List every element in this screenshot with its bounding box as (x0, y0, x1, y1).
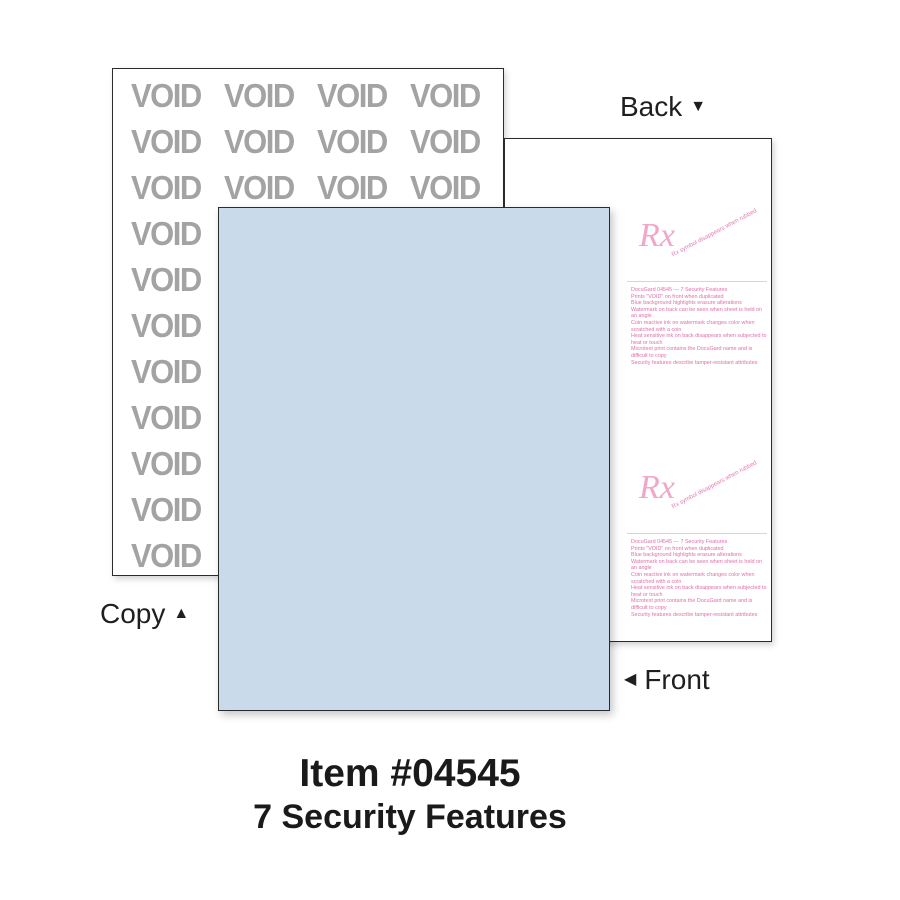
rx-note: Rx symbol disappears when rubbed (671, 208, 759, 259)
rx-symbol-icon: Rx (639, 217, 675, 254)
security-features-caption: 7 Security Features (253, 798, 567, 836)
void-watermark-text: VOID (224, 168, 295, 207)
void-watermark-text: VOID (131, 122, 202, 161)
void-watermark-text: VOID (131, 168, 202, 207)
void-watermark-text: VOID (317, 122, 388, 161)
triangle-down-icon: ▼ (690, 98, 707, 115)
feature-item: Prints "VOID" on front when duplicated (631, 545, 724, 552)
feature-item: Watermark on back can be seen when sheet… (631, 558, 763, 572)
rx-note: Rx symbol disappears when rubbed (671, 460, 759, 511)
feature-item: Blue background highlights erasure alter… (631, 300, 742, 307)
feature-item: Microtext print contains the DocuGard na… (631, 598, 753, 611)
features-title: DocuGard 04545 — 7 Security Features (631, 287, 728, 293)
feature-item: Security features describe tamper-resist… (631, 611, 758, 618)
feature-item: Heat sensitive ink on back disappears wh… (631, 333, 767, 346)
void-watermark-text: VOID (131, 352, 202, 391)
feature-item: Coin reactive ink on watermark changes c… (631, 571, 755, 585)
feature-item: Prints "VOID" on front when duplicated (631, 293, 724, 300)
void-watermark-text: VOID (410, 76, 481, 115)
feature-item: Blue background highlights erasure alter… (631, 552, 742, 559)
feature-item: Coin reactive ink on watermark changes c… (631, 319, 755, 333)
void-watermark-text: VOID (317, 76, 388, 115)
void-watermark-text: VOID (131, 306, 202, 345)
back-label-text: Back (620, 91, 683, 122)
void-watermark-text: VOID (131, 260, 202, 299)
void-watermark-text: VOID (131, 214, 202, 253)
rx-symbol-icon: Rx (639, 469, 675, 506)
void-watermark-text: VOID (131, 536, 202, 575)
front-label: ◀ Front (624, 666, 710, 694)
void-watermark-text: VOID (410, 122, 481, 161)
feature-item: Watermark on back can be seen when sheet… (631, 306, 763, 320)
copy-label-text: Copy (100, 598, 166, 629)
void-watermark-text: VOID (131, 398, 202, 437)
security-features-list: DocuGard 04545 — 7 Security Features Pri… (631, 287, 767, 366)
back-label: Back ▼ (620, 93, 706, 121)
front-sheet (218, 207, 610, 711)
triangle-up-icon: ▲ (173, 605, 190, 622)
void-watermark-text: VOID (410, 168, 481, 207)
void-watermark-text: VOID (131, 76, 202, 115)
divider (627, 533, 767, 534)
triangle-left-icon: ◀ (624, 671, 637, 688)
security-features-list: DocuGard 04545 — 7 Security Features Pri… (631, 539, 767, 618)
features-title: DocuGard 04545 — 7 Security Features (631, 539, 728, 545)
void-watermark-text: VOID (317, 168, 388, 207)
void-watermark-text: VOID (131, 490, 202, 529)
void-watermark-text: VOID (224, 76, 295, 115)
feature-item: Heat sensitive ink on back disappears wh… (631, 585, 767, 598)
front-label-text: Front (644, 664, 710, 695)
void-watermark-text: VOID (224, 122, 295, 161)
feature-item: Security features describe tamper-resist… (631, 359, 758, 366)
item-number-caption: Item #04545 (299, 752, 521, 795)
copy-label: Copy ▲ (100, 600, 189, 628)
feature-item: Microtext print contains the DocuGard na… (631, 346, 753, 359)
divider (627, 281, 767, 282)
void-watermark-text: VOID (131, 444, 202, 483)
